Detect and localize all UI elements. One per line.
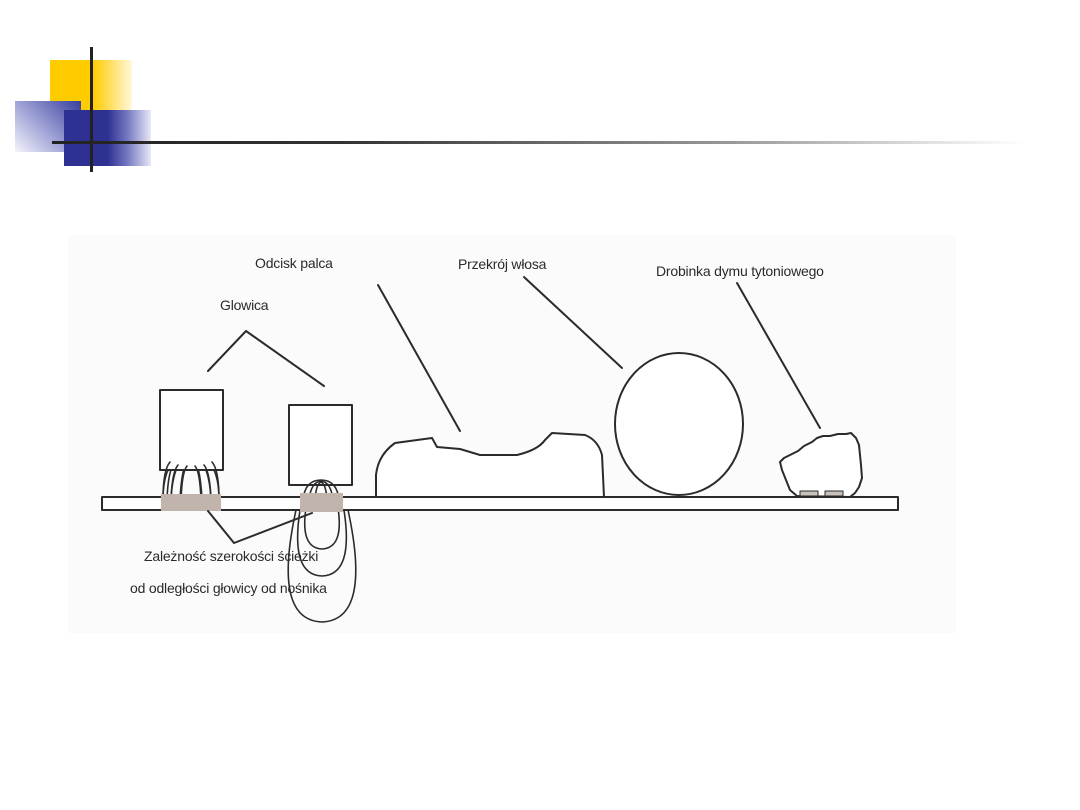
decor-vertical-line (90, 47, 93, 172)
fingerprint-outline (375, 432, 605, 498)
head-2 (288, 404, 353, 486)
pointer-hair (523, 276, 623, 369)
hair-cross-section (614, 352, 744, 496)
head2-field-lines (287, 479, 357, 623)
track-patch-1 (161, 494, 221, 511)
head-gap-diagram: Glowica Odcisk palca Przekrój włosa Drob… (68, 235, 956, 633)
caption-line-1: Zależność szerokości ścieżki (144, 548, 319, 564)
diagram-drawing (101, 276, 899, 623)
caption-line-2: od odległości głowicy od nośnika (130, 580, 327, 596)
smoke-particle-outline (779, 432, 863, 498)
smoke-base-1 (799, 490, 819, 497)
label-head: Glowica (220, 297, 269, 313)
track-patch-2 (300, 493, 343, 512)
title-underline (52, 141, 1027, 144)
label-smoke: Drobinka dymu tytoniowego (656, 263, 824, 279)
label-fingerprint: Odcisk palca (255, 255, 333, 271)
smoke-base-2 (824, 490, 844, 497)
pointer-track-width (207, 510, 313, 544)
pointer-smoke (736, 282, 821, 429)
pointer-fingerprint (377, 284, 461, 432)
pointer-head (207, 330, 325, 387)
head-1 (159, 389, 224, 471)
recording-medium (101, 496, 899, 511)
label-hair: Przekrój włosa (458, 256, 547, 272)
decor-dark-blue-square (64, 110, 151, 166)
